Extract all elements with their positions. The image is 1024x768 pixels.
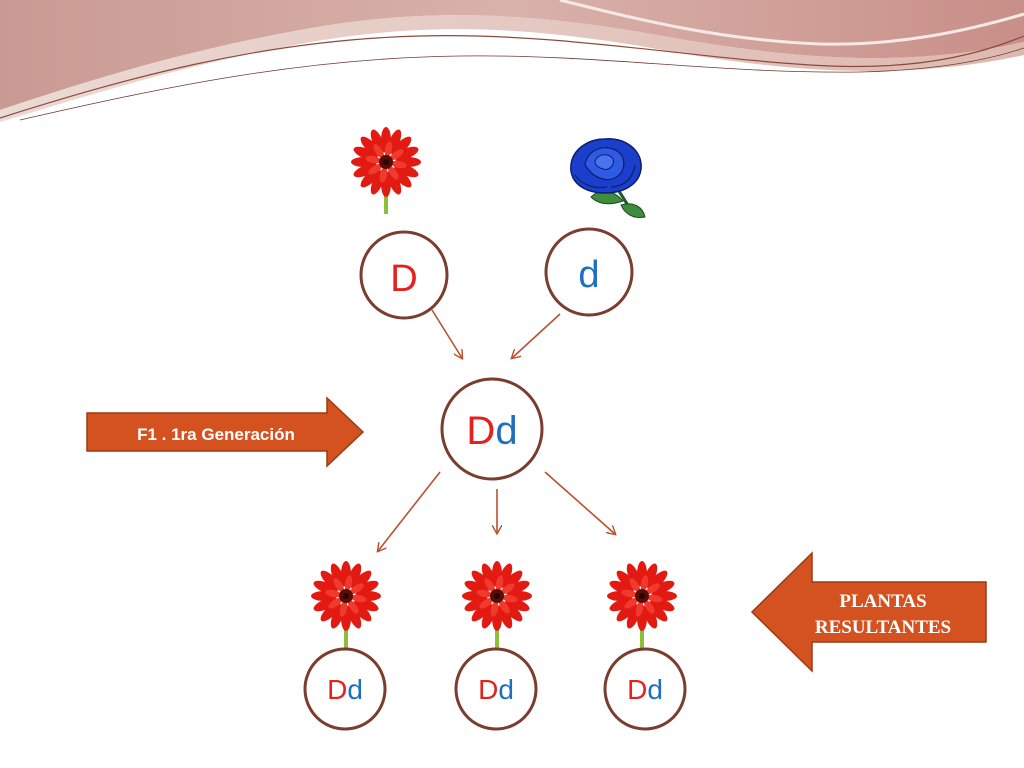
red-gerbera-icon (460, 559, 534, 650)
f1-label-arrow: F1 . 1ra Generación (86, 396, 365, 468)
result-label-line2: RESULTANTES (815, 617, 951, 638)
parent-dominant-circle: D (359, 230, 449, 320)
offspring-genotype-1: Dd (327, 674, 363, 705)
parent-dominant-allele: D (390, 258, 417, 300)
connector-recessive-to-f1 (512, 313, 561, 358)
f1-genotype: Dd (466, 409, 517, 453)
connector-dominant-to-f1 (431, 309, 462, 358)
result-label-arrow: PLANTAS RESULTANTES (750, 551, 987, 673)
offspring-circle-2: Dd (454, 647, 538, 731)
f1-label-text: F1 . 1ra Generación (137, 425, 295, 444)
red-gerbera-icon (605, 559, 679, 650)
parent-recessive-circle: d (544, 227, 634, 317)
offspring-circle-1: Dd (303, 647, 387, 731)
f1-recessive-allele: d (495, 409, 517, 453)
offspring-genotype-3: Dd (627, 674, 663, 705)
offspring-circle-3: Dd (603, 647, 687, 731)
blue-rose-icon (570, 138, 646, 218)
header-wave-decoration (0, 0, 1024, 123)
f1-circle: Dd (440, 377, 544, 481)
connector-f1-to-offspring-1 (378, 471, 441, 551)
connector-f1-to-offspring-3 (544, 471, 615, 534)
parent-recessive-allele: d (578, 254, 599, 296)
result-label-line1: PLANTAS (839, 591, 926, 612)
f1-dominant-allele: D (466, 409, 495, 453)
offspring-genotype-2: Dd (478, 674, 514, 705)
red-gerbera-icon (349, 125, 423, 216)
red-gerbera-icon (309, 559, 383, 650)
